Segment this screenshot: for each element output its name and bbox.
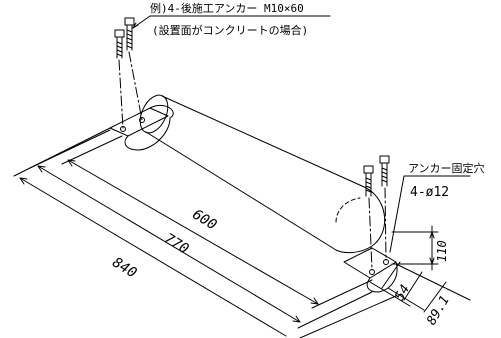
left-bracket — [109, 104, 174, 151]
left-anchor-bolts — [114, 17, 143, 129]
right-bracket — [343, 247, 398, 293]
dimension-770-label: 770 — [161, 231, 191, 258]
anchor-note-leader — [132, 15, 331, 29]
dimension-840 — [13, 127, 397, 338]
hole-note-leader — [389, 175, 471, 253]
dimension-770 — [29, 129, 373, 329]
anchor-note-line1: 例)4-後施工アンカー M10×60 — [150, 1, 304, 15]
anchor-note-line2: (設置面がコンクリートの場合) — [152, 23, 308, 37]
dimension-110-label: 110 — [435, 240, 449, 262]
dimension-600 — [61, 135, 373, 309]
dimension-840-label: 840 — [109, 255, 139, 282]
dimension-110 — [391, 225, 439, 271]
dimension-89-label: 89.1 — [424, 293, 453, 328]
dimension-600-label: 600 — [189, 207, 219, 234]
right-anchor-bolts — [363, 155, 390, 271]
dimension-54-label: 54 — [392, 282, 413, 303]
cylinder-rail — [139, 94, 386, 254]
hole-note-line1: アンカー固定穴 — [408, 161, 485, 175]
hole-note-line2: 4-ø12 — [410, 185, 449, 200]
dimension-foot — [369, 261, 471, 313]
